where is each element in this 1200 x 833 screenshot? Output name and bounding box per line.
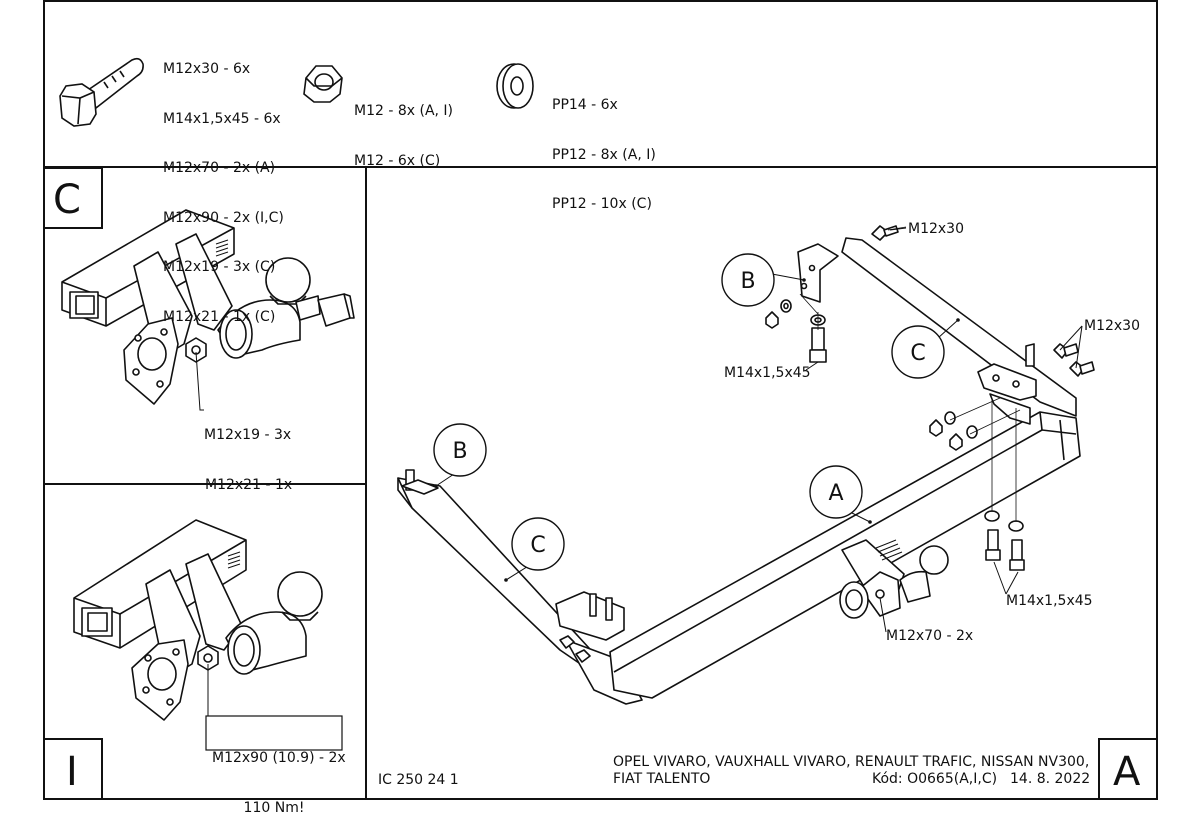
panel-i-letter-box bbox=[43, 738, 103, 800]
bolt-list-item: M12x21 - 1x (C) bbox=[163, 308, 276, 325]
frame-top-edge bbox=[43, 0, 1158, 2]
variant-letter: A bbox=[1113, 749, 1141, 795]
bolt-icon bbox=[59, 57, 144, 127]
callout-m14-left: M14x1,5x45 bbox=[724, 365, 811, 381]
washer-list: PP14 - 6x PP12 - 8x (A, I) PP12 - 10x (C… bbox=[552, 64, 656, 229]
bolt-list: M12x30 - 6x M14x1,5x45 - 6x M12x70 - 2x … bbox=[163, 28, 284, 342]
circle-b-left bbox=[433, 423, 487, 477]
bolt-list-item: M12x90 - 2x (I,C) bbox=[163, 209, 284, 226]
bolt-list-item: M14x1,5x45 - 6x bbox=[163, 110, 281, 127]
circle-c-left-label: C bbox=[530, 533, 545, 558]
circle-c-left bbox=[511, 517, 565, 571]
main-assembly bbox=[397, 225, 1095, 705]
vehicles-line-1: OPEL VIVARO, VAUXHALL VIVARO, RENAULT TR… bbox=[613, 754, 1090, 770]
washer-list-item: PP14 - 6x bbox=[552, 97, 618, 113]
bolt-list-item: M12x30 - 6x bbox=[163, 61, 251, 77]
callout-m12x30-right: M12x30 bbox=[1084, 318, 1140, 334]
vehicles-line-2: FIAT TALENTO bbox=[613, 771, 711, 787]
nut-icon bbox=[303, 65, 343, 103]
technical-drawing: B C B C A M12x30 M12x30 M14x1,5x45 M14x1… bbox=[43, 57, 1158, 800]
panel-i-callout: M12x90 (10.9) - 2x 110 Nm! bbox=[212, 717, 346, 833]
nut-list-item: M12 - 8x (A, I) bbox=[354, 103, 454, 119]
callout-m12x70: M12x70 - 2x bbox=[886, 628, 973, 644]
circle-b-top bbox=[721, 253, 775, 307]
variant-letter-box bbox=[1098, 738, 1158, 800]
circle-b-left-label: B bbox=[452, 439, 467, 464]
washer-icon bbox=[496, 63, 534, 109]
panel-i-callout-box bbox=[205, 715, 343, 751]
bolt-list-item: M12x19 - 3x (C) bbox=[163, 259, 276, 275]
circle-a-label: A bbox=[828, 481, 843, 506]
panel-c-letter-box bbox=[43, 167, 103, 229]
nut-list: M12 - 8x (A, I) M12 - 6x (C) bbox=[354, 70, 453, 186]
drawing-date: 14. 8. 2022 bbox=[1010, 771, 1091, 787]
panel-c-drawing bbox=[61, 209, 355, 405]
circle-c-right-label: C bbox=[910, 341, 925, 366]
nut-list-item: M12 - 6x (C) bbox=[354, 152, 441, 169]
kit-code: Kód: O0665(A,I,C) bbox=[872, 771, 998, 787]
bolt-list-item: M12x70 - 2x (A) bbox=[163, 160, 276, 176]
panel-c-letter: C bbox=[53, 177, 81, 223]
panel-i-leader bbox=[207, 664, 212, 723]
washer-list-item: PP12 - 10x (C) bbox=[552, 196, 652, 212]
panel-c-leader bbox=[195, 351, 204, 411]
callout-m14-right: M14x1,5x45 bbox=[1006, 593, 1093, 609]
panel-i-callout-line: 110 Nm! bbox=[243, 799, 305, 816]
circle-c-right bbox=[891, 325, 945, 379]
washer-list-item: PP12 - 8x (A, I) bbox=[552, 146, 656, 163]
panel-i-callout-line: M12x90 (10.9) - 2x bbox=[212, 750, 346, 766]
circle-b-top-label: B bbox=[740, 269, 755, 294]
panel-i-letter: I bbox=[66, 749, 78, 795]
panel-i-drawing bbox=[73, 519, 323, 721]
panel-c-callout-line: M12x21 - 1x bbox=[205, 476, 293, 493]
panel-c-callout-line: M12x19 - 3x bbox=[204, 427, 292, 443]
panel-c-callout: M12x19 - 3x M12x21 - 1x bbox=[204, 394, 292, 510]
drawing-number: IC 250 24 1 bbox=[378, 772, 459, 788]
circle-a bbox=[809, 465, 863, 519]
callout-m12x30-top: M12x30 bbox=[908, 221, 964, 237]
